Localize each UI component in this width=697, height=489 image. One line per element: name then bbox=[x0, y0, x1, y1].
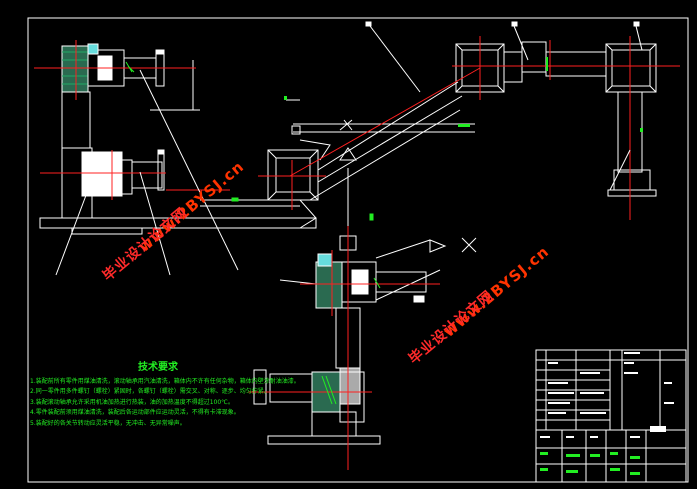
left-view-hatch bbox=[125, 61, 239, 202]
center-joint-centerlines bbox=[248, 226, 440, 470]
arm-markers bbox=[284, 57, 643, 132]
technical-requirements-title: 技术要求 bbox=[138, 362, 178, 373]
requirement-line-2: 2.同一零件用多件螺钉（螺栓）紧固时，各螺钉（螺栓）需交叉、对称、逐步、均匀拧紧… bbox=[30, 388, 270, 396]
arm-centerlines bbox=[258, 36, 680, 220]
arm-assembly bbox=[267, 41, 657, 240]
title-block bbox=[535, 349, 687, 483]
drawing-frame bbox=[27, 17, 689, 483]
requirement-line-1: 1.装配前所有零件用煤油清洗，滚动轴承用汽油清洗，箱体内不许有任何杂物，箱体内壁… bbox=[30, 378, 300, 385]
technical-requirements: 技术要求 1.装配前所有零件用煤油清洗，滚动轴承用汽油清洗，箱体内不许有任何杂物… bbox=[30, 358, 320, 429]
left-view-assembly bbox=[39, 43, 317, 235]
requirement-line-3: 3.装配滚动轴承允许采用机油加热进行热装，油的加热温度不得超过100℃。 bbox=[30, 398, 234, 406]
requirement-line-4: 4.零件装配前须用煤油清洗，装配后各运动部件应运动灵活，不得有卡滞现象。 bbox=[30, 409, 240, 417]
requirement-line-5: 5.装配好的各关节转动应灵活平稳，无冲击、无异常噪声。 bbox=[30, 419, 186, 427]
center-joint-assembly bbox=[253, 235, 477, 445]
left-view-centerlines bbox=[34, 40, 230, 200]
center-joint-hatch bbox=[321, 213, 381, 405]
leader-lines bbox=[55, 21, 643, 276]
